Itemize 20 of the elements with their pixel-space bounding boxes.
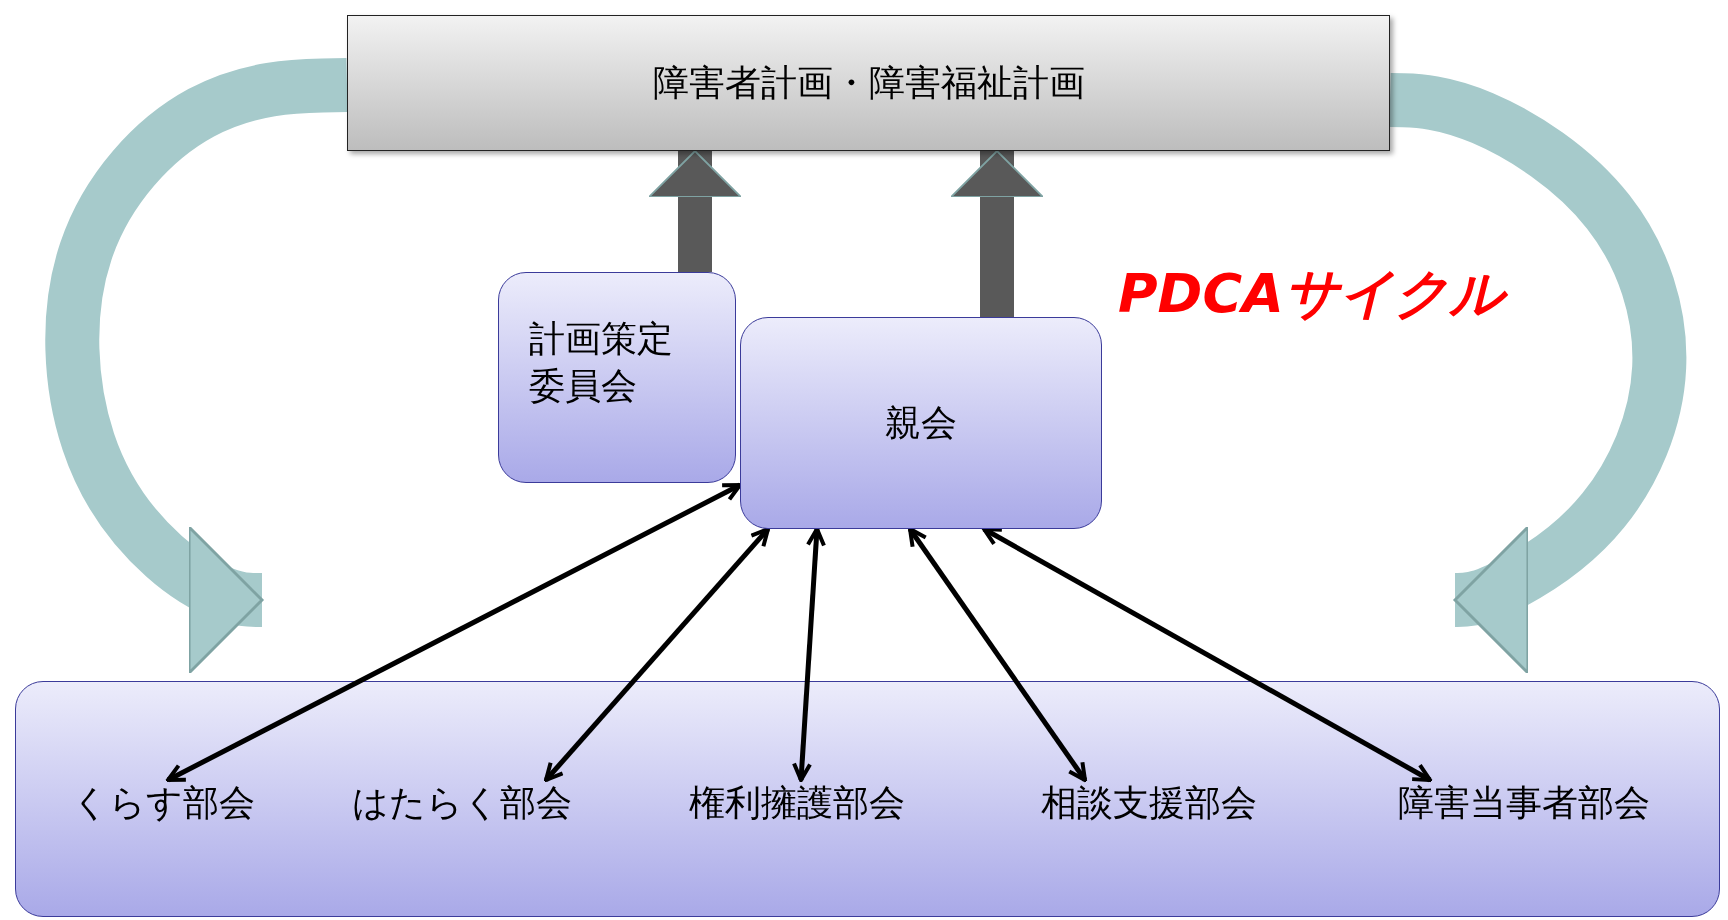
parent-council-box	[740, 317, 1102, 529]
subcommittee-band	[15, 681, 1720, 917]
block-arrow	[648, 150, 742, 272]
block-arrow	[45, 58, 350, 675]
double-arrow	[792, 527, 826, 782]
double-arrow	[982, 526, 1432, 783]
committee-box	[498, 272, 736, 483]
box-text: 計画策定委員会	[529, 316, 673, 408]
box-text: 親会	[885, 400, 957, 445]
subcommittee-label: くらす部会	[71, 780, 255, 827]
double-arrow	[544, 527, 770, 782]
box-text: 障害者計画・障害福祉計画	[652, 60, 1085, 105]
double-arrow	[166, 482, 742, 783]
subcommittee-label: はたらく部会	[352, 780, 572, 827]
plan-box	[347, 15, 1390, 151]
subcommittee-label: 障害当事者部会	[1398, 780, 1650, 827]
block-arrow	[950, 150, 1044, 317]
subcommittee-label: 相談支援部会	[1041, 780, 1257, 827]
subcommittee-label: 権利擁護部会	[689, 780, 905, 827]
double-arrow	[907, 527, 1088, 782]
